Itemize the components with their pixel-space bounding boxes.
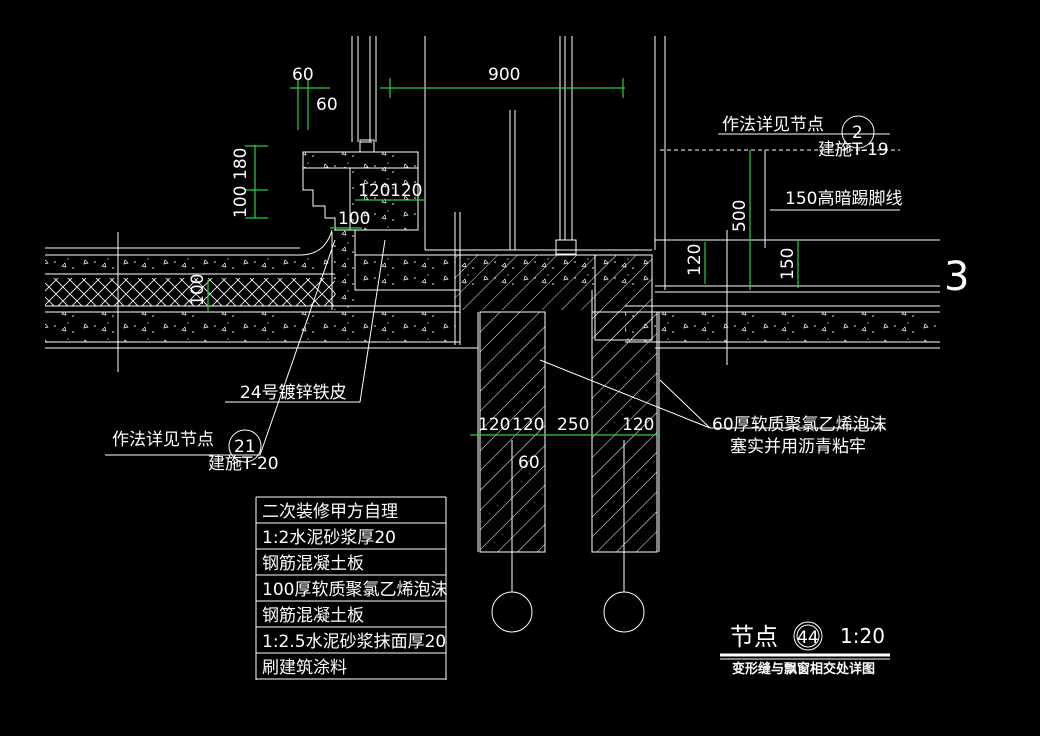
dim-60-second: 60 bbox=[316, 95, 338, 115]
top-ref-sheet: 建施T-19 bbox=[818, 140, 889, 160]
left-note: 作法详见节点 bbox=[112, 430, 214, 450]
dim-60-gap: 60 bbox=[518, 453, 540, 473]
window-sill bbox=[302, 36, 460, 310]
layer-6: 1:2.5水泥砂浆抹面厚20 bbox=[262, 632, 446, 652]
dim-60-top: 60 bbox=[292, 65, 314, 85]
layer-table bbox=[255, 496, 447, 680]
dim-180: 180 bbox=[231, 148, 251, 180]
layer-7: 刷建筑涂料 bbox=[262, 658, 347, 678]
dimension-lines bbox=[207, 78, 799, 436]
dim-120-b: 120 bbox=[390, 181, 422, 201]
leader-lines bbox=[105, 133, 900, 456]
top-note: 作法详见节点 bbox=[722, 115, 824, 135]
dim-500: 500 bbox=[730, 200, 750, 232]
left-ref-circle bbox=[228, 429, 262, 463]
layer-4: 100厚软质聚氯乙烯泡沫 bbox=[262, 580, 447, 600]
dim-100-foam: 100 bbox=[188, 274, 208, 306]
dim-120-col-c: 120 bbox=[622, 415, 654, 435]
axis-label: 3 bbox=[944, 254, 969, 300]
center-structure bbox=[355, 36, 666, 633]
skirting-label: 150高暗踢脚线 bbox=[785, 189, 902, 209]
top-ref-number: 2 bbox=[852, 123, 863, 143]
left-ref-sheet: 建施T-20 bbox=[208, 454, 279, 474]
left-floor-layers bbox=[45, 229, 478, 372]
top-ref-circle bbox=[841, 115, 875, 149]
dim-250: 250 bbox=[557, 415, 589, 435]
dim-120-col-b: 120 bbox=[512, 415, 544, 435]
layer-3: 钢筋混凝土板 bbox=[262, 554, 364, 574]
dim-100-left: 100 bbox=[231, 186, 251, 218]
title-number: 44 bbox=[797, 628, 819, 648]
sheet-label: 24号镀锌铁皮 bbox=[240, 383, 347, 403]
foam-note-line1: 60厚软质聚氯乙烯泡沫 bbox=[712, 415, 887, 435]
foam-note-line2: 塞实并用沥青粘牢 bbox=[730, 437, 866, 457]
dim-120-a: 120 bbox=[358, 181, 390, 201]
layer-1: 二次装修甲方自理 bbox=[262, 502, 398, 522]
title-label: 节点 bbox=[730, 623, 778, 651]
layer-2: 1:2水泥砂浆厚20 bbox=[262, 528, 396, 548]
dim-150: 150 bbox=[778, 248, 798, 280]
layer-5: 钢筋混凝土板 bbox=[262, 606, 364, 626]
dim-900: 900 bbox=[488, 65, 520, 85]
title-number-inner-circle bbox=[796, 624, 820, 648]
title-number-circle bbox=[793, 621, 823, 651]
title-scale: 1:20 bbox=[840, 624, 885, 648]
title-subtitle: 变形缝与飘窗相交处详图 bbox=[732, 661, 875, 677]
dim-120-col-a: 120 bbox=[478, 415, 510, 435]
dim-100-sill: 100 bbox=[338, 209, 370, 229]
right-floor-layers bbox=[625, 149, 940, 365]
left-ref-number: 21 bbox=[234, 437, 256, 457]
dim-120-right: 120 bbox=[685, 244, 705, 276]
